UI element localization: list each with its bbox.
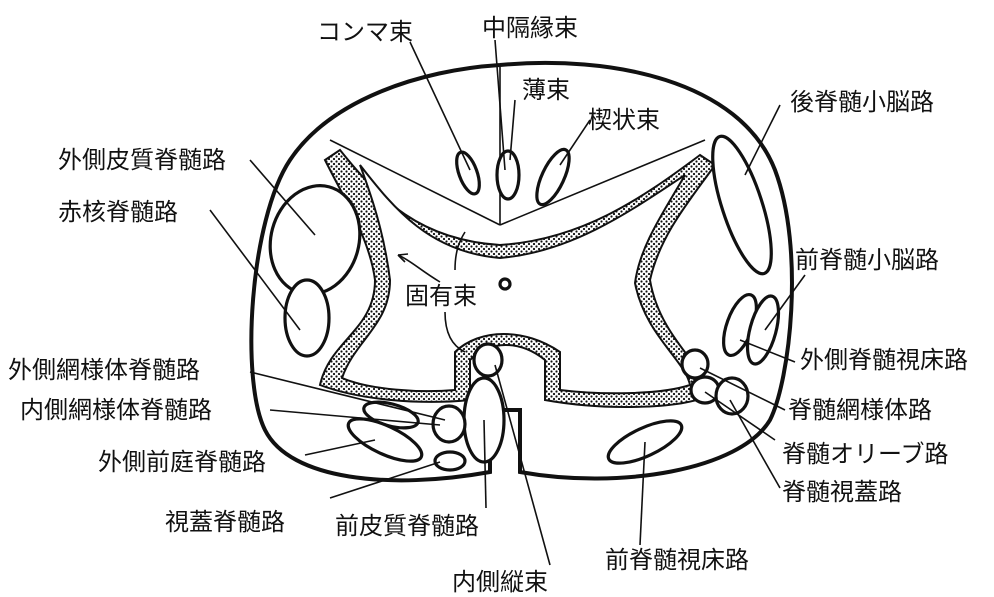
- label-anterior-spinocerebellar: 前脊髄小脳路: [795, 246, 939, 274]
- leader-comma: [410, 42, 470, 170]
- leader-lateral-vestibulospinal: [305, 440, 375, 455]
- septomarginal-tract-ellipse: [497, 151, 519, 199]
- label-spino-olivary: 脊髄オリーブ路: [782, 440, 949, 468]
- label-medial-longitudinal: 内側縦束: [452, 568, 548, 596]
- label-lateral-spinothalamic: 外側脊髄視床路: [800, 346, 968, 374]
- label-anterior-spinothalamic: 前脊髄視床路: [605, 546, 749, 574]
- label-anterior-corticospinal: 前皮質脊髄路: [335, 512, 479, 540]
- label-cuneate: 楔状束: [588, 106, 660, 134]
- label-tectospinal: 視蓋脊髄路: [165, 508, 285, 536]
- label-posterior-spinocerebellar: 後脊髄小脳路: [790, 88, 934, 116]
- posterior-spinocerebellar-ellipse: [701, 130, 784, 279]
- tectospinal-ellipse: [435, 452, 465, 470]
- central-canal: [500, 279, 510, 289]
- label-gracile: 薄束: [522, 76, 570, 104]
- label-comma-tract: コンマ束: [317, 18, 413, 46]
- medial-longitudinal-ellipse: [474, 344, 502, 376]
- label-spinotectal: 脊髄視蓋路: [782, 478, 902, 506]
- spinoreticular-ellipse: [682, 350, 708, 378]
- label-medial-reticulospinal: 内側網様体脊髄路: [20, 396, 212, 424]
- comma-tract-ellipse: [452, 149, 484, 197]
- label-lateral-reticulospinal: 外側網様体脊髄路: [8, 356, 200, 384]
- label-rubrospinal: 赤核脊髄路: [58, 198, 178, 226]
- leader-medial-longitudinal: [495, 365, 550, 565]
- leader-cuneate: [560, 120, 590, 165]
- label-lateral-vestibulospinal: 外側前庭脊髄路: [98, 448, 266, 476]
- label-septomarginal-tract: 中隔縁束: [482, 14, 578, 42]
- cuneate-tract-ellipse: [530, 145, 575, 209]
- label-spinoreticular: 脊髄網様体路: [788, 396, 932, 424]
- label-fasciculus-proprius: 固有束: [405, 282, 477, 310]
- label-lateral-corticospinal: 外側皮質脊髄路: [58, 146, 226, 174]
- reticulospinal-ellipse: [433, 406, 465, 442]
